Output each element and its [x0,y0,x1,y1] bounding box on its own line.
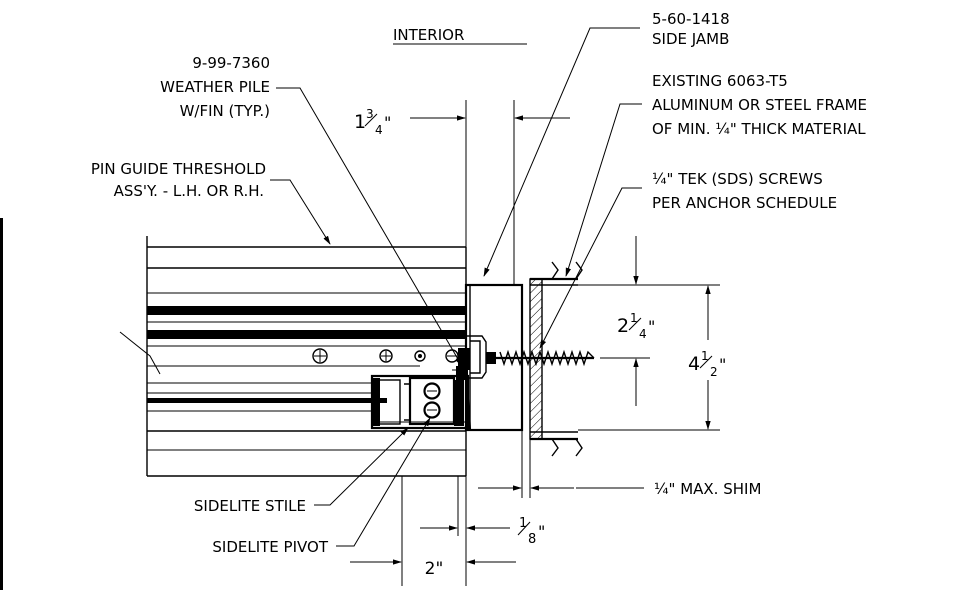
weather-pile [452,366,468,380]
svg-text:4: 4 [688,353,700,375]
svg-text:": " [719,355,726,374]
tek-screws-line-1: ¼" TEK (SDS) SCREWS [652,170,823,188]
dimension-2-1-4: 2 1 4 " [617,236,655,406]
svg-text:": " [538,522,545,541]
svg-text:": " [648,317,655,336]
shim-label: ¼" MAX. SHIM [654,480,761,498]
svg-text:2": 2" [425,559,444,579]
threshold-screw-heads [312,348,459,364]
leader-lines [119,27,644,547]
svg-text:1: 1 [701,349,709,363]
svg-text:8: 8 [528,532,536,547]
side-jamb-part-number: 5-60-1418 [652,10,730,28]
dimension-2: 2" [350,559,516,579]
svg-text:4: 4 [639,327,647,341]
weather-pile-label: WEATHER PILE [160,78,270,96]
existing-frame [529,261,583,457]
interior-label: INTERIOR [393,26,527,45]
threshold-label-line-2: ASS'Y. - L.H. OR R.H. [114,182,264,200]
svg-text:1: 1 [354,111,366,133]
existing-frame-line-3: OF MIN. ¼" THICK MATERIAL [652,120,866,138]
side-jamb-label: SIDE JAMB [652,30,729,48]
tek-screw [486,349,595,367]
pin-guide-threshold [146,236,467,477]
svg-text:4: 4 [375,123,383,137]
weather-pile-note: W/FIN (TYP.) [180,102,270,120]
dimension-4-1-2: 4 1 2 " [688,285,726,430]
sidelite-stile-label: SIDELITE STILE [194,497,306,515]
threshold-label-line-1: PIN GUIDE THRESHOLD [91,160,266,178]
sidelite-pivot [423,382,441,419]
shim-lines [521,430,531,498]
svg-text:1: 1 [519,516,527,531]
svg-text:INTERIOR: INTERIOR [393,26,464,44]
existing-frame-line-1: EXISTING 6063-T5 [652,72,788,90]
extension-lines [401,100,720,586]
weather-pile-part-number: 9-99-7360 [192,54,270,72]
dimension-1-3-4: 1 3 4 " [354,107,570,137]
existing-frame-line-2: ALUMINUM OR STEEL FRAME [652,96,867,114]
tek-screws-line-2: PER ANCHOR SCHEDULE [652,194,837,212]
page-edge-bar [0,218,3,590]
sidelite-pivot-label: SIDELITE PIVOT [212,538,328,556]
svg-text:": " [384,113,391,132]
svg-text:1: 1 [630,311,638,325]
svg-text:2: 2 [617,315,629,337]
svg-text:2: 2 [710,365,718,379]
dimension-1-8: 1 8 " [420,516,545,547]
svg-text:3: 3 [366,107,374,121]
